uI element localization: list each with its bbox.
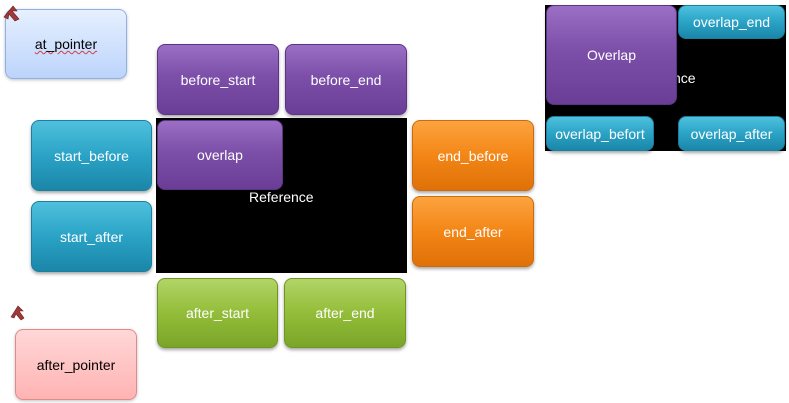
pointer-arrow-icon bbox=[3, 5, 20, 22]
end-after-box: end_after bbox=[412, 196, 534, 267]
pointer-arrow-icon bbox=[10, 305, 25, 321]
before-end-box: before_end bbox=[285, 44, 407, 115]
end-before-box: end_before bbox=[412, 120, 534, 191]
start-before-box: start_before bbox=[31, 120, 152, 191]
before-start-box: before_start bbox=[157, 44, 279, 115]
at-pointer-box: at_pointer bbox=[5, 9, 127, 79]
inset-overlap-box: Overlap bbox=[546, 5, 677, 105]
inset-reference-label: nce bbox=[673, 70, 696, 86]
inset-overlap-befort-box: overlap_befort bbox=[546, 116, 654, 151]
after-start-box: after_start bbox=[157, 278, 278, 348]
overlap-box: overlap bbox=[157, 120, 283, 190]
start-after-box: start_after bbox=[31, 201, 152, 272]
at-pointer-label: at_pointer bbox=[34, 36, 98, 52]
inset-overlap-after-box: overlap_after bbox=[678, 116, 785, 151]
after-pointer-box: after_pointer bbox=[15, 329, 137, 400]
inset-overlap-end-box: overlap_end bbox=[678, 5, 785, 39]
after-end-box: after_end bbox=[284, 278, 406, 348]
reference-label: Reference bbox=[249, 189, 314, 205]
